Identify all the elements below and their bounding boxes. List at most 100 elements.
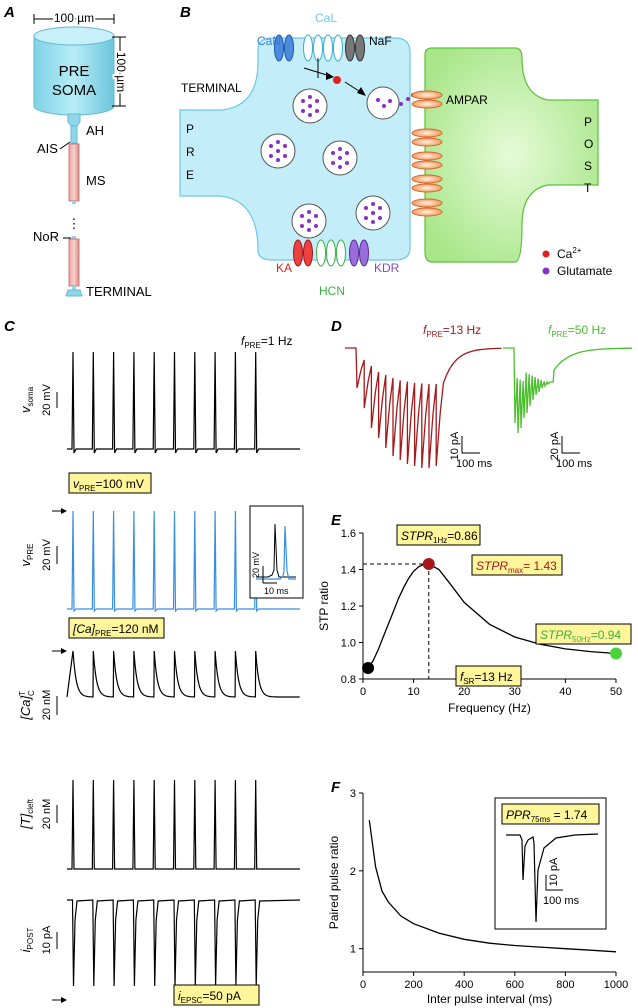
- soma-label-line2: SOMA: [52, 82, 96, 99]
- iepsc-box-label: iEPSC=50 pA: [178, 989, 241, 1005]
- scale-50hz-x: 100 ms: [556, 458, 593, 470]
- ipost-trace: [67, 899, 301, 987]
- fpre-13hz-label: fPRE=13 Hz: [423, 323, 481, 339]
- soma-label-line1: PRE: [59, 63, 90, 80]
- docked-vesicle: [366, 86, 400, 120]
- post-letter-p: P: [584, 115, 592, 129]
- ipost-arrow-head: [61, 997, 67, 1003]
- i-scale-label: 10 pA: [41, 925, 53, 954]
- y-tick-label: 2: [350, 866, 356, 878]
- myelinated-segment-2: [68, 238, 80, 287]
- ca-scale-label: 20 nM: [41, 690, 53, 721]
- post-letter-s: S: [584, 159, 592, 173]
- epsc-train-13hz: [345, 347, 503, 469]
- ca-arrow-head: [357, 87, 366, 96]
- ellipsis-dots: ⋮: [68, 216, 81, 231]
- chart-f-xlabel: Inter pulse interval (ms): [427, 992, 552, 1006]
- ampa-receptors: [411, 90, 443, 217]
- channel-naf: [345, 34, 365, 62]
- ms-label: MS: [86, 173, 106, 188]
- ca-ion: [333, 76, 341, 84]
- terminal-label-a: TERMINAL: [86, 284, 152, 299]
- soma-cylinder-top: [33, 26, 115, 46]
- glutamate-cleft-trace: [67, 779, 300, 870]
- y-tick-label: 1.6: [341, 528, 356, 540]
- panel-b-letter: B: [180, 4, 191, 21]
- legend-glut-label: Glutamate: [557, 264, 613, 278]
- x-tick-label: 50: [610, 686, 622, 698]
- fsr-box: [455, 665, 522, 687]
- width-dimension-label: 100 µm: [54, 11, 94, 25]
- y-tick-label: 1: [350, 944, 356, 956]
- height-dimension-label: 100 µm: [114, 52, 128, 92]
- node-of-ranvier-2: [72, 236, 76, 239]
- ca-box: [68, 617, 165, 639]
- pre-letter-p: P: [186, 122, 194, 136]
- ca-box-label: [Ca]PRE=120 nM: [72, 622, 159, 638]
- series-line: [367, 563, 617, 669]
- chart-e-xlabel: Frequency (Hz): [448, 701, 531, 715]
- panel-f-letter: F: [331, 779, 341, 796]
- myelinated-segment-1: [68, 143, 80, 202]
- ppr-inset-scale-x: 100 ms: [543, 895, 580, 907]
- chart-e-marks: [362, 558, 622, 679]
- vsoma-ylabel: vsoma: [18, 386, 35, 413]
- ppr-inset-scale-y: 10 pA: [548, 857, 560, 886]
- x-tick-label: 1000: [604, 979, 628, 991]
- x-tick-label: 400: [455, 979, 473, 991]
- terminal-bouton: [65, 289, 83, 297]
- chart-f-ylabel: Paired pulse ratio: [327, 835, 341, 929]
- epsc-train-50hz: [503, 347, 633, 434]
- panel-d-letter: D: [331, 318, 342, 335]
- fsr-label: fSR=13 Hz: [460, 670, 513, 686]
- ampar: [411, 90, 443, 109]
- channel-hcn: [316, 239, 346, 267]
- vesicle: [322, 140, 358, 176]
- ca-trace: [66, 650, 300, 698]
- chart-e-ylabel: STP ratio: [317, 581, 331, 631]
- vpre-scale-label: 20 mV: [41, 538, 53, 570]
- stpr-max-label: STPRmax= 1.43: [476, 559, 557, 575]
- y-tick-label: 3: [350, 788, 356, 800]
- stpr-50hz-label: STPR50Hz=0.94: [540, 628, 621, 644]
- ah-label: AH: [86, 123, 104, 138]
- nor-label: NoR: [33, 229, 59, 244]
- vsoma-trace: [67, 351, 300, 454]
- inset-scale-t-label: 10 ms: [264, 586, 289, 596]
- vesicle: [292, 88, 328, 124]
- chart-f-marks: [368, 820, 617, 953]
- panel-c-letter: C: [4, 318, 16, 335]
- stpr-1hz-box: [396, 524, 481, 546]
- series-line: [368, 820, 617, 953]
- kdr-label: KDR: [374, 261, 400, 275]
- x-tick-label: 20: [458, 686, 470, 698]
- x-tick-label: 800: [556, 979, 574, 991]
- x-tick-label: 600: [506, 979, 524, 991]
- stpr-50hz-box: [535, 623, 632, 645]
- hcn-label: HCN: [319, 284, 345, 298]
- vsoma-scale-label: 20 mV: [41, 383, 53, 415]
- y-tick-label: 1.2: [341, 601, 356, 613]
- ais-label: AIS: [37, 141, 58, 156]
- scale-13hz: [461, 436, 480, 454]
- node-of-ranvier-1: [72, 201, 76, 204]
- x-tick-label: 10: [407, 686, 419, 698]
- ca-ylabel: [Ca]TC: [18, 690, 36, 721]
- scale-50hz: [561, 436, 580, 454]
- panel-c: C fPRE=1 Hz 20 mV vsoma vPRE=100 mV 20 m…: [4, 318, 304, 1006]
- post-letter-o: O: [584, 137, 593, 151]
- iepsc-box: [173, 984, 260, 1006]
- x-tick-label: 200: [404, 979, 422, 991]
- inset-scale-v-label: 20 mV: [251, 552, 261, 578]
- vesicle: [355, 195, 391, 231]
- vpre-box-label: vPRE=100 mV: [73, 477, 144, 493]
- vpre-arrow-head: [61, 508, 67, 514]
- ppr-inset-trace: [506, 833, 599, 923]
- panel-a: A 100 µm PRE SOMA 100 µm AH AIS MS ⋮ NoR…: [3, 4, 152, 299]
- terminal-stalk: [72, 286, 76, 290]
